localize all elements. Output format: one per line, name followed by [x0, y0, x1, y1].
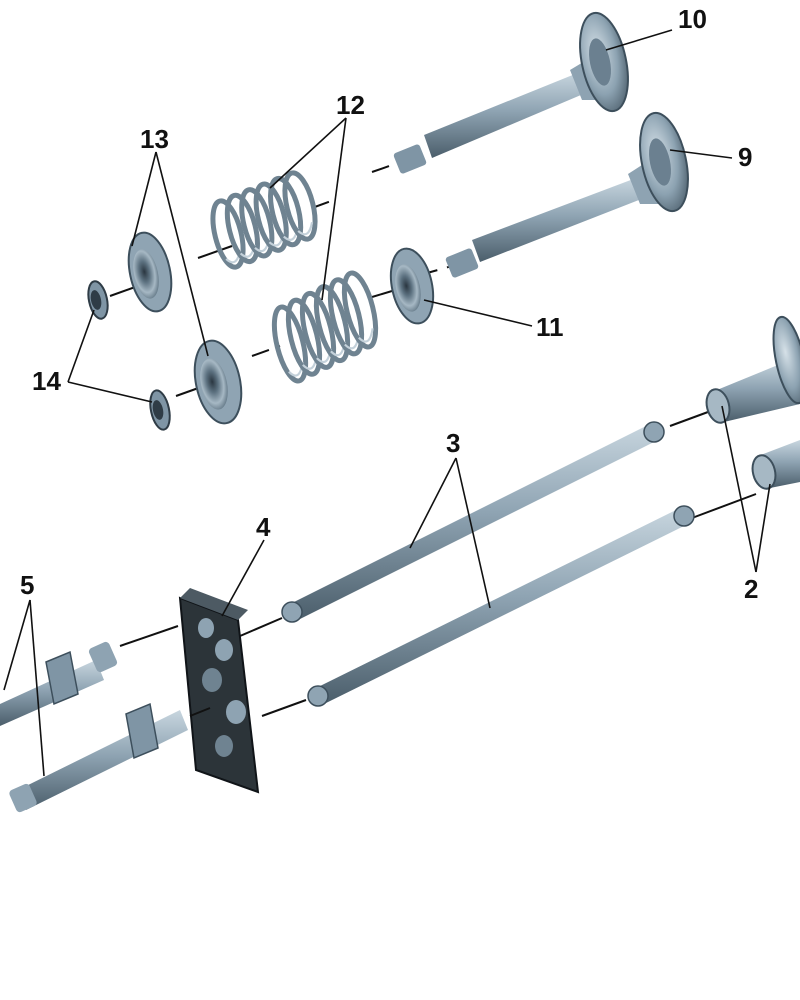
leader-13-b	[155, 151, 209, 357]
spring-upper-axis-left	[197, 245, 233, 259]
spring-upper-coil-5	[268, 175, 304, 248]
spring-upper-coil-3	[239, 187, 275, 259]
leader-14-a	[67, 309, 95, 383]
pushrod-upper-ball-lower	[281, 601, 303, 623]
spring-lower-axis-left	[251, 345, 281, 357]
spring-upper-coil-highlight-6	[297, 222, 314, 236]
tappet-upper-axis	[669, 411, 709, 427]
spring-lower-coil-1	[271, 304, 309, 384]
adjusting-screw-upper	[0, 641, 118, 726]
valve-lock-upper	[87, 280, 109, 320]
callout-12: 12	[336, 90, 365, 120]
exhaust-valve	[371, 11, 629, 174]
retainer-lower-bore	[200, 358, 228, 410]
callout-11: 11	[536, 312, 564, 342]
pushrod-lower-ball-lower	[307, 685, 329, 707]
pushrod-upper-shaft	[290, 424, 658, 620]
leader-lines	[3, 29, 771, 777]
spring-upper-coil-1	[210, 198, 246, 270]
guide-plate-hole-4	[226, 700, 246, 724]
leader-9	[669, 149, 733, 159]
intake-valve	[419, 111, 689, 278]
leader-12-b	[321, 117, 347, 301]
tappet-lower	[691, 440, 800, 519]
guide-plate-hole-5	[215, 735, 233, 757]
lock-upper-bore	[90, 290, 102, 310]
pushrod-upper	[281, 421, 665, 623]
adjusting-screw-lower	[9, 702, 188, 813]
leader-3-b	[455, 457, 491, 609]
spring-lower-coil-5	[327, 277, 365, 357]
screw-lower-nut	[125, 702, 159, 760]
guide-plate-hole-2	[215, 639, 233, 661]
leader-2-b	[755, 483, 771, 573]
screw-lower-axis	[189, 707, 211, 717]
spring-upper-coil-2	[224, 192, 260, 265]
leader-3-a	[409, 457, 457, 549]
leader-10	[605, 29, 673, 51]
valve-9-tip	[445, 248, 479, 278]
tappet-upper-foot	[772, 315, 800, 405]
valve-10-tip	[393, 144, 427, 174]
guide-plate-body	[178, 596, 260, 794]
callout-9: 9	[738, 142, 752, 172]
spring-retainer-lower	[175, 339, 243, 425]
spring-lower-coil-3	[299, 290, 337, 370]
pushrod-lower-ball-upper	[673, 505, 695, 527]
callout-14: 14	[32, 366, 61, 396]
valve-10-stem	[424, 72, 588, 158]
callout-5: 5	[20, 570, 34, 600]
leader-11	[423, 299, 533, 327]
tappet-lower-end	[751, 454, 777, 490]
callout-2: 2	[744, 574, 758, 604]
screw-upper-tip	[88, 641, 118, 673]
screw-lower-end	[9, 783, 37, 813]
spring-upper-coil-6	[282, 170, 318, 242]
pushrod-guide-plate	[178, 588, 260, 794]
pushrod-lower-shaft	[316, 508, 688, 704]
leader-14-b	[67, 381, 153, 403]
spring-lower-coil-2	[285, 297, 323, 377]
pushrod-upper-ball-upper	[643, 421, 665, 443]
leader-12-a	[269, 117, 347, 189]
leader-13-a	[131, 151, 157, 247]
spring-retainer-upper	[109, 231, 173, 313]
tappet-upper	[669, 315, 800, 427]
spring-seat-bore	[395, 264, 421, 312]
lock-lower-bore	[152, 400, 164, 420]
guide-plate-edge	[180, 588, 248, 620]
leader-5-a	[3, 599, 31, 691]
valve-9-head-face	[649, 138, 671, 186]
callout-13: 13	[140, 124, 169, 154]
valve-lock-lower	[149, 389, 171, 431]
valve-10-axis	[371, 162, 399, 173]
spring-seat	[371, 247, 435, 325]
spring-lower-coil-4	[313, 284, 351, 364]
valve-9-stem	[472, 178, 644, 262]
spring-upper-coil-4	[253, 181, 289, 253]
tappet-lower-axis	[691, 493, 757, 519]
leader-2-a	[721, 405, 757, 573]
tappet-upper-body	[712, 360, 800, 422]
leader-5-b	[29, 599, 45, 777]
valve-spring-lower	[251, 270, 379, 384]
guide-plate-axis-upper	[119, 625, 179, 647]
pushrod-upper-axis	[239, 617, 283, 637]
callout-4: 4	[256, 512, 271, 542]
pushrod-lower-axis	[261, 699, 307, 717]
spring-lower-coil-6	[341, 270, 379, 350]
guide-plate-hole-1	[198, 618, 214, 638]
guide-plate-hole-3	[202, 668, 222, 692]
leader-4	[221, 539, 265, 617]
callout-10: 10	[678, 4, 707, 34]
valve-10-head-face	[589, 38, 611, 86]
screw-upper-nut	[45, 650, 79, 706]
callout-3: 3	[446, 428, 460, 458]
valve-spring-upper	[197, 170, 335, 270]
retainer-upper-bore	[133, 249, 159, 299]
pushrod-lower	[307, 505, 695, 707]
spring-lower-coil-highlight-6	[358, 328, 374, 343]
